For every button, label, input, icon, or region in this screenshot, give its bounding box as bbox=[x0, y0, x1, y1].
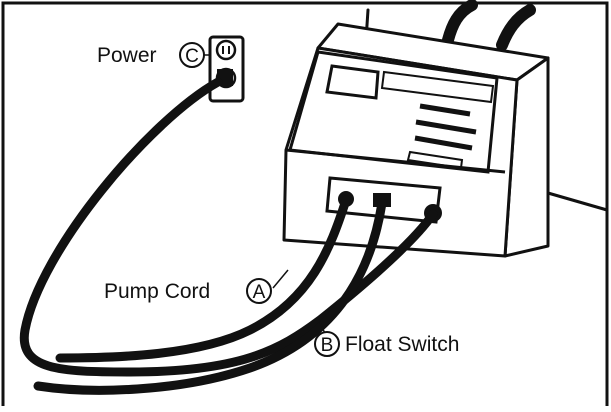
label-power: Power C bbox=[97, 42, 205, 68]
controller-display bbox=[288, 50, 499, 174]
power-marker-circle bbox=[179, 42, 205, 68]
pump-cord-marker-letter: A bbox=[253, 282, 266, 303]
power-marker-letter: C bbox=[185, 46, 199, 67]
cords bbox=[19, 77, 438, 395]
pump-cord-marker-circle bbox=[246, 278, 272, 304]
power-label-text: Power bbox=[97, 44, 157, 67]
pump-cord bbox=[55, 195, 351, 363]
wall-outlet bbox=[208, 35, 245, 103]
label-pump-cord: Pump Cord A bbox=[104, 278, 272, 304]
float-switch-cord bbox=[33, 198, 387, 395]
float-switch-marker-letter: B bbox=[321, 335, 334, 356]
floor-edge bbox=[547, 191, 608, 212]
label-float-switch: B Float Switch bbox=[314, 331, 459, 357]
float-switch-marker-circle bbox=[314, 331, 340, 357]
frame-border bbox=[1, 1, 609, 406]
pump-cord-label-text: Pump Cord bbox=[104, 280, 210, 303]
float-switch-label-text: Float Switch bbox=[345, 333, 459, 356]
